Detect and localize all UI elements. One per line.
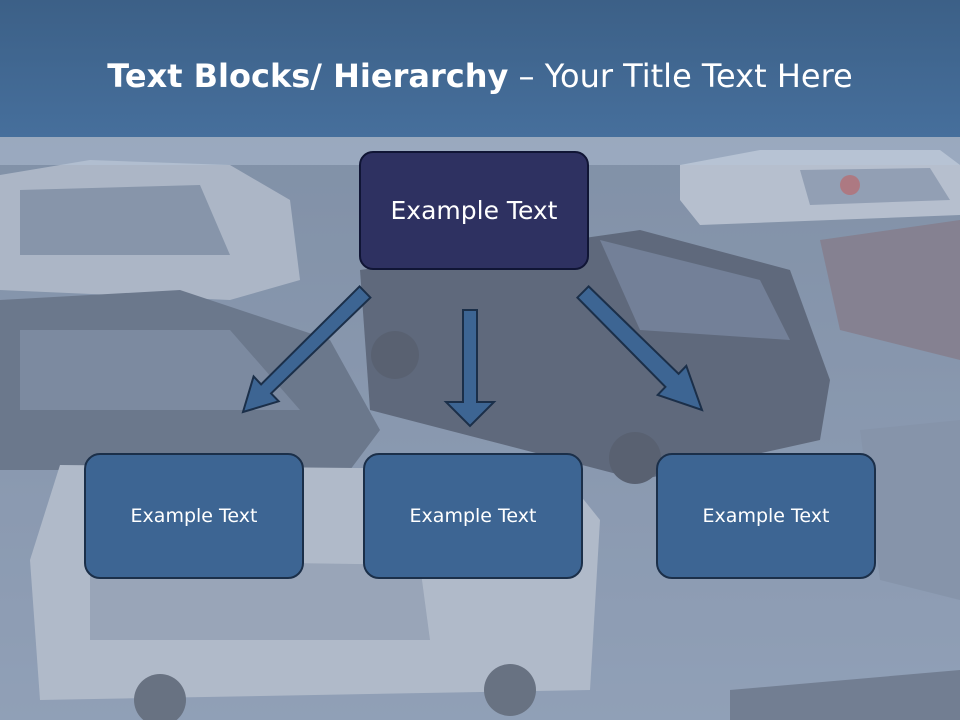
car-silhouette-top-right [680,150,960,225]
car-silhouette-right-red [820,220,960,360]
car-silhouette-mid-left [0,290,380,470]
title-dash: – [508,57,545,95]
car-silhouette-bottom-right [730,420,960,720]
title-rest-part: Your Title Text Here [544,57,853,95]
arrow-to-right-child [575,284,704,412]
child-node-1: Example Text [84,453,304,579]
title-bar [0,0,960,137]
root-node-label: Example Text [390,196,558,225]
arrow-to-center-child [443,309,497,428]
car-silhouette-top-left [0,160,300,300]
title-bold-part: Text Blocks/ Hierarchy [107,57,509,95]
child-node-label: Example Text [130,505,258,527]
root-node: Example Text [359,151,589,270]
arrow-to-left-child [241,284,372,414]
child-node-label: Example Text [409,505,537,527]
slide-title: Text Blocks/ Hierarchy – Your Title Text… [0,52,960,100]
child-node-3: Example Text [656,453,876,579]
child-node-2: Example Text [363,453,583,579]
child-node-label: Example Text [702,505,830,527]
